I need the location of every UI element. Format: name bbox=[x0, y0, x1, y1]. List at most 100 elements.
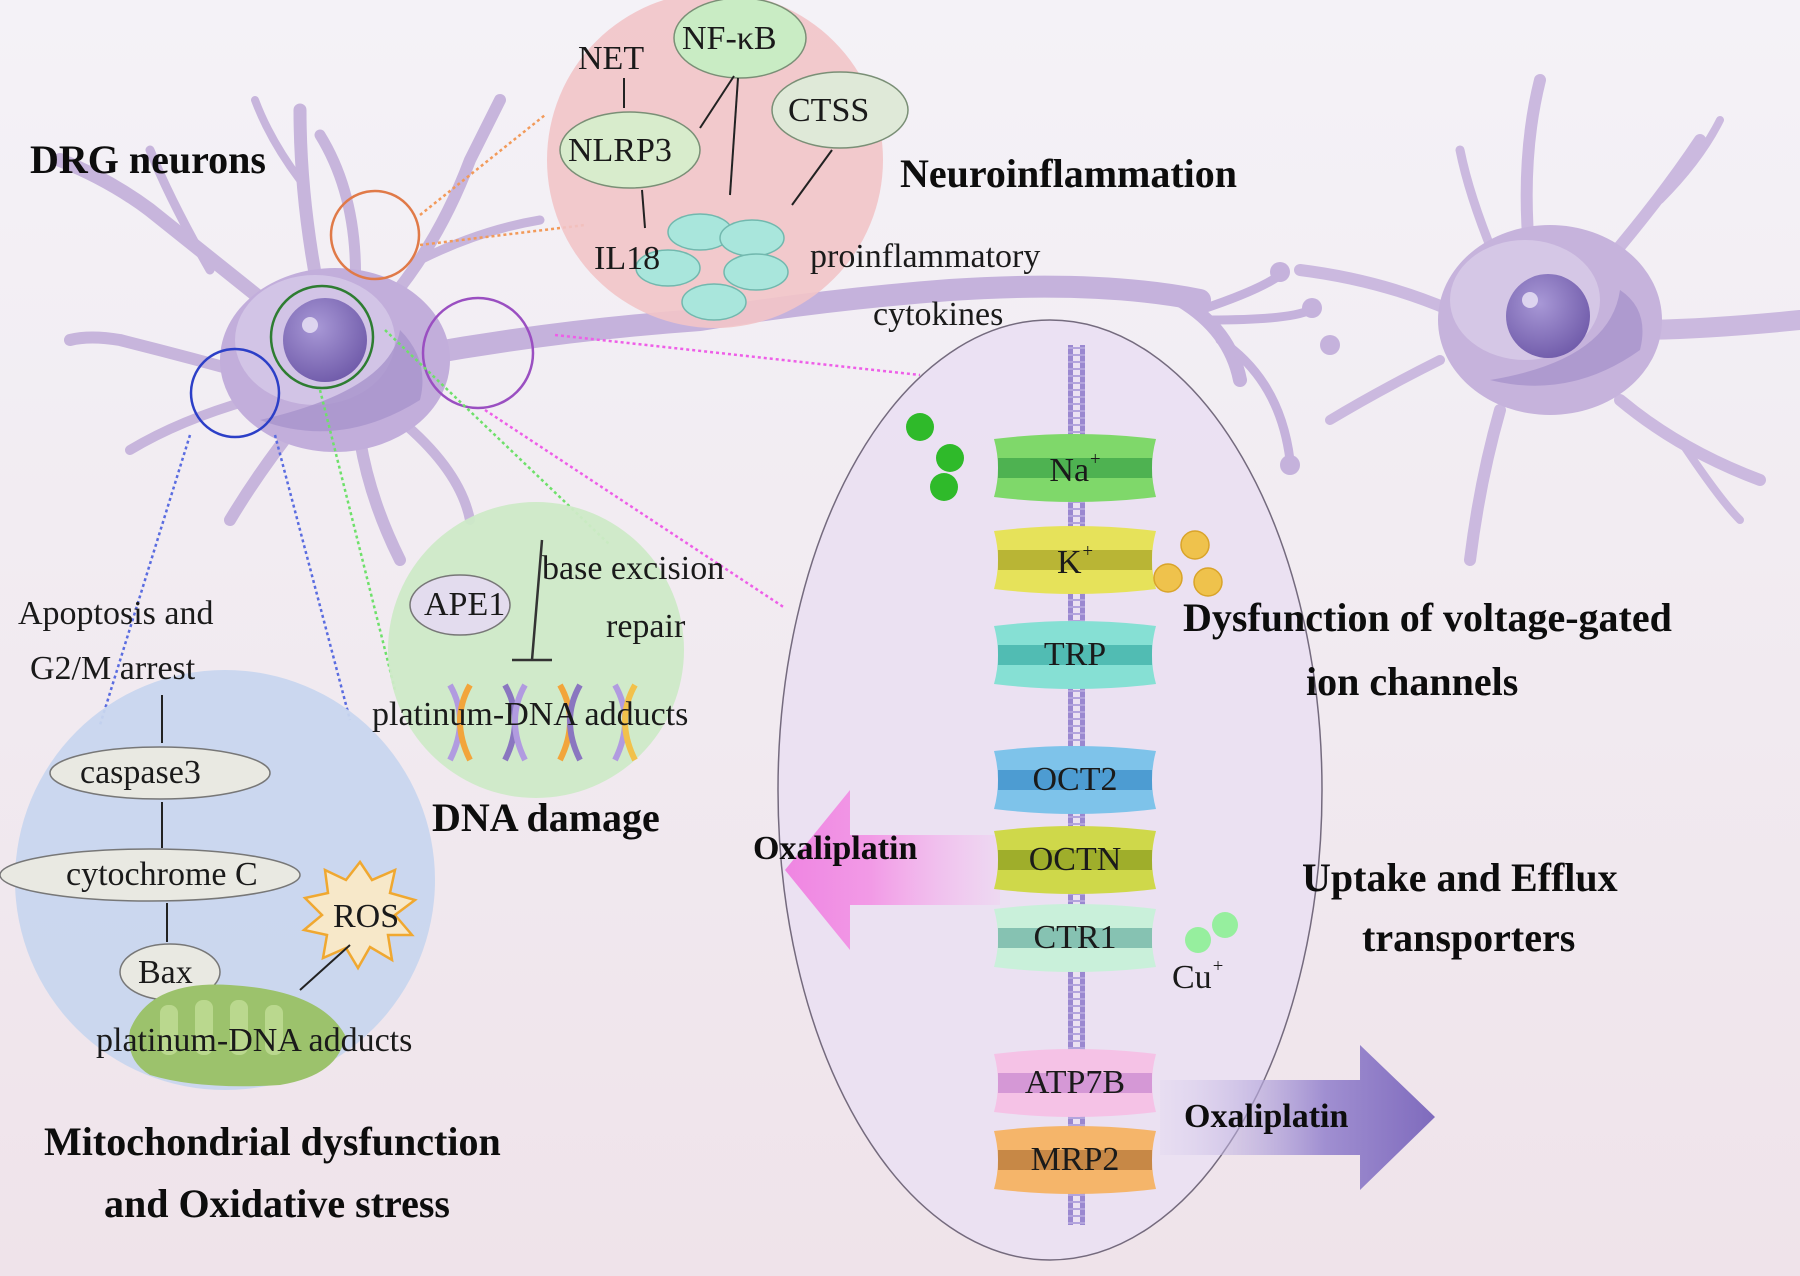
ring-ion-channels bbox=[421, 296, 535, 410]
label-ber-line1: base excision bbox=[542, 550, 725, 587]
label-cytokines-line2: cytokines bbox=[873, 296, 1004, 333]
synaptic-boutons bbox=[1270, 262, 1340, 475]
channel-mrp2-name: MRP2 bbox=[1030, 1141, 1120, 1178]
channel-trp-label: TRP bbox=[994, 638, 1156, 672]
node-nlrp3 bbox=[559, 111, 701, 189]
channel-ctr1-label: CTR1 bbox=[994, 921, 1156, 955]
copper-ions bbox=[1185, 912, 1238, 953]
label-cytokines-line1: proinflammatory bbox=[810, 238, 1041, 275]
channel-ctr1 bbox=[994, 904, 1156, 972]
nucleus-right bbox=[1506, 274, 1590, 358]
channel-k bbox=[994, 526, 1156, 594]
dna-helix bbox=[447, 683, 638, 762]
heading-transporters-line2: transporters bbox=[1362, 915, 1576, 960]
axon bbox=[409, 275, 1211, 366]
channel-na-name: Na bbox=[1049, 451, 1090, 489]
channel-ctr1-name: CTR1 bbox=[1033, 919, 1117, 956]
channel-na-charge: + bbox=[1090, 449, 1101, 470]
ring-mitochondria bbox=[189, 347, 281, 439]
node-caspase3 bbox=[49, 746, 271, 800]
dna-damage-bg bbox=[388, 502, 684, 798]
label-oxaliplatin-efflux: Oxaliplatin bbox=[1184, 1098, 1349, 1135]
inflammation-arrows bbox=[623, 75, 833, 229]
channel-mrp2 bbox=[994, 1126, 1156, 1194]
channel-atp7b bbox=[994, 1049, 1156, 1117]
heading-mitochondrial-line1: Mitochondrial dysfunction bbox=[44, 1119, 501, 1164]
mitochondria-panel bbox=[0, 670, 435, 1090]
label-outcome-line1: Apoptosis and bbox=[18, 595, 214, 632]
potassium-ions bbox=[1153, 530, 1223, 597]
heading-mitochondrial-line2: and Oxidative stress bbox=[104, 1181, 450, 1226]
node-ctss bbox=[771, 71, 909, 149]
heading-dna-damage: DNA damage bbox=[432, 795, 660, 840]
efflux-arrow bbox=[1160, 1045, 1435, 1190]
channel-mrp2-label: MRP2 bbox=[994, 1143, 1156, 1177]
node-cytochrome-c bbox=[0, 848, 301, 902]
neuron-right bbox=[1294, 74, 1800, 566]
channel-oct2-pore-band bbox=[998, 770, 1152, 790]
label-ape1: APE1 bbox=[424, 586, 506, 623]
title-drg-neurons: DRG neurons bbox=[30, 137, 266, 182]
heading-ion-channels-line2: ion channels bbox=[1306, 659, 1519, 704]
label-oxaliplatin-influx: Oxaliplatin bbox=[753, 830, 918, 867]
mitochondrion-cristae bbox=[160, 1000, 283, 1055]
channel-octn-name: OCTN bbox=[1028, 841, 1122, 878]
dna-damage-panel bbox=[388, 502, 684, 798]
heading-transporters-line1: Uptake and Efflux bbox=[1302, 855, 1618, 900]
axon-terminal-branch bbox=[1205, 305, 1315, 325]
channel-k-charge: + bbox=[1082, 541, 1094, 562]
label-il18: IL18 bbox=[594, 240, 661, 277]
label-ctss: CTSS bbox=[788, 92, 870, 129]
apoptosis-arrows bbox=[161, 695, 351, 991]
label-mito-adducts: platinum-DNA adducts bbox=[96, 1022, 413, 1059]
node-nf-kb bbox=[673, 0, 807, 79]
channel-octn-label: OCTN bbox=[994, 843, 1156, 877]
label-dna-adducts: platinum-DNA adducts bbox=[372, 696, 689, 733]
channel-trp-name: TRP bbox=[1043, 636, 1107, 673]
heading-ion-channels-line1: Dysfunction of voltage-gated bbox=[1183, 595, 1672, 640]
channel-oct2-name: OCT2 bbox=[1032, 761, 1118, 798]
influx-arrow bbox=[785, 790, 1000, 950]
label-net: NET bbox=[578, 40, 645, 77]
channel-mrp2-pore-band bbox=[998, 1150, 1152, 1170]
channel-na bbox=[994, 434, 1156, 502]
channel-oct2-label: OCT2 bbox=[994, 763, 1156, 797]
channel-trp bbox=[994, 621, 1156, 689]
channel-atp7b-name: ATP7B bbox=[1024, 1064, 1126, 1101]
axon-terminal-branch bbox=[1195, 270, 1285, 315]
axon-terminal-branch bbox=[1173, 293, 1247, 387]
nucleus-highlight bbox=[302, 317, 318, 333]
label-outcome-line2: G2/M arrest bbox=[30, 650, 196, 687]
neuroinflammation-panel bbox=[547, 0, 909, 328]
channel-trp-pore-band bbox=[998, 645, 1152, 665]
channel-stack bbox=[994, 434, 1156, 1194]
label-caspase3: caspase3 bbox=[80, 754, 201, 791]
label-nlrp3: NLRP3 bbox=[568, 132, 672, 169]
nucleus-right-highlight bbox=[1522, 292, 1538, 308]
ring-dna-damage bbox=[269, 284, 375, 390]
copper-ion-charge: + bbox=[1212, 956, 1224, 977]
membrane-panel bbox=[777, 319, 1435, 1261]
ros-burst-icon bbox=[301, 859, 418, 971]
channel-na-pore-band bbox=[998, 458, 1152, 478]
label-ros: ROS bbox=[333, 898, 400, 935]
copper-ion-symbol: Cu bbox=[1172, 958, 1212, 996]
nucleus bbox=[283, 298, 367, 382]
label-nf-kb: NF-κB bbox=[682, 20, 777, 57]
label-copper-ion: Cu+ bbox=[1172, 956, 1224, 996]
soma-shadow bbox=[260, 330, 423, 432]
axon-terminal-branch bbox=[1215, 335, 1295, 465]
label-bax: Bax bbox=[138, 954, 193, 991]
soma-right-shadow bbox=[1490, 290, 1643, 386]
inhibition-bar bbox=[512, 539, 552, 662]
label-ber-line2: repair bbox=[606, 608, 686, 645]
heading-neuroinflammation: Neuroinflammation bbox=[900, 151, 1238, 196]
channel-k-pore-band bbox=[998, 550, 1152, 570]
channel-atp7b-label: ATP7B bbox=[994, 1066, 1156, 1100]
node-ape1 bbox=[409, 574, 511, 636]
channel-ctr1-pore-band bbox=[998, 928, 1152, 948]
channel-atp7b-pore-band bbox=[998, 1073, 1152, 1093]
channel-k-name: K bbox=[1056, 543, 1082, 581]
sodium-ions bbox=[906, 413, 964, 501]
